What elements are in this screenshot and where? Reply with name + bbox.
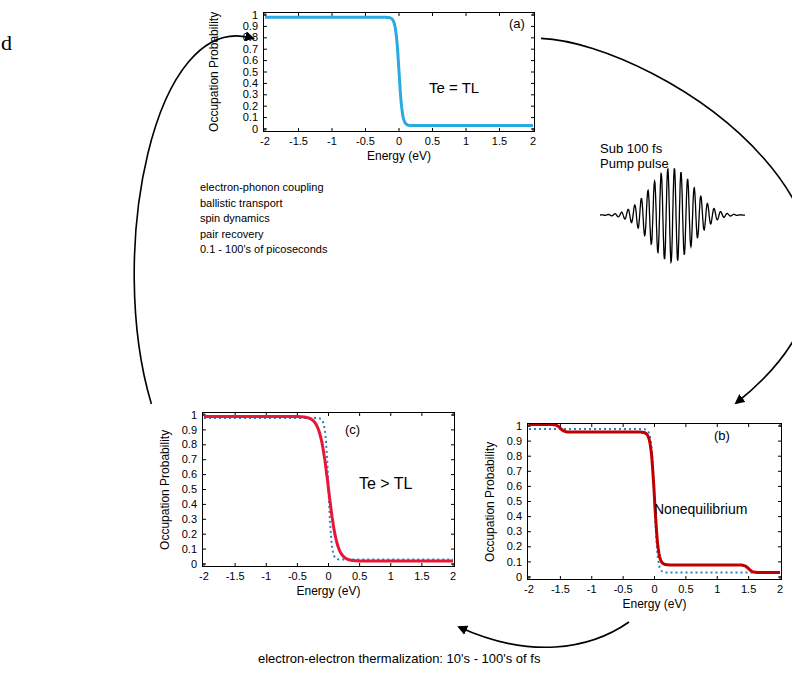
tick-label: 0.6 <box>243 54 258 67</box>
tick-label: 0 <box>191 558 197 571</box>
cropped-letter: d <box>1 30 12 55</box>
process-note: pair recovery <box>200 228 264 241</box>
tick-label: 0.8 <box>243 31 258 44</box>
tick-label: 0.5 <box>507 495 522 508</box>
tick-label: 0.7 <box>182 453 197 466</box>
tick-label: 0.6 <box>182 468 197 481</box>
tick-label: 0.1 <box>243 111 258 124</box>
plot-frame: (a) Te = TL <box>263 12 535 132</box>
panel-letter: (b) <box>714 429 730 444</box>
process-note: ballistic transport <box>200 197 283 210</box>
axis-title: Occupation Probability <box>208 12 222 132</box>
plot-frame: (b) Nonequilibrium <box>527 423 782 580</box>
tick-label: -1 <box>587 583 597 596</box>
tick-label: 2 <box>777 583 783 596</box>
tick-label: 1 <box>388 570 394 583</box>
axis-title: Energy (eV) <box>367 150 431 164</box>
axis-title: Energy (eV) <box>622 598 686 612</box>
tick-label: 0.7 <box>507 465 522 478</box>
axis-title: Energy (eV) <box>296 585 360 599</box>
tick-label: 0 <box>396 135 402 148</box>
tick-label: 1.5 <box>492 135 507 148</box>
plot-annotation: Te > TL <box>359 475 413 493</box>
tick-label: -1.5 <box>289 135 308 148</box>
tick-label: 0.9 <box>243 20 258 33</box>
tick-label: 0.8 <box>182 438 197 451</box>
tick-label: 1.5 <box>741 583 756 596</box>
process-note: electron-phonon coupling <box>200 181 324 194</box>
tick-label: 2 <box>450 570 456 583</box>
tick-label: 0.9 <box>182 424 197 437</box>
tick-label: 0.5 <box>243 66 258 79</box>
tick-label: 0 <box>516 571 522 584</box>
edge-label: Sub 100 fs Pump pulse <box>600 142 680 172</box>
tick-label: 0.2 <box>507 540 522 553</box>
tick-label: 0.1 <box>182 543 197 556</box>
plot-annotation: Nonequilibrium <box>654 501 747 517</box>
tick-label: 0.3 <box>182 513 197 526</box>
tick-label: -2 <box>524 583 534 596</box>
axis-title: Occupation Probability <box>484 441 498 561</box>
tick-label: 0.3 <box>507 525 522 538</box>
tick-label: 0.5 <box>678 583 693 596</box>
tick-label: 0.2 <box>243 100 258 113</box>
cycle-arrow <box>459 622 629 647</box>
tick-label: 0.4 <box>243 77 258 90</box>
process-note: 0.1 - 100's of picoseconds <box>200 243 327 256</box>
cycle-arrow <box>541 38 792 403</box>
plot-frame: (c) Te > TL <box>202 412 455 567</box>
tick-label: 0.4 <box>182 498 197 511</box>
tick-label: 0.7 <box>243 43 258 56</box>
tick-label: -1 <box>261 570 271 583</box>
tick-label: 1 <box>252 9 258 22</box>
tick-label: 0.5 <box>425 135 440 148</box>
tick-label: 2 <box>530 135 536 148</box>
plot-annotation: Te = TL <box>429 79 479 96</box>
tick-label: 0.6 <box>507 480 522 493</box>
panel-letter: (c) <box>345 423 360 438</box>
tick-label: 0 <box>651 583 657 596</box>
tick-label: 1 <box>191 409 197 422</box>
tick-label: 0.8 <box>507 450 522 463</box>
edge-label: electron-electron thermalization: 10's -… <box>258 652 540 667</box>
tick-label: 0.1 <box>507 556 522 569</box>
tick-label: 0.4 <box>507 510 522 523</box>
pump-pulse <box>600 168 745 262</box>
tick-label: -1 <box>327 135 337 148</box>
tick-label: 0.5 <box>182 483 197 496</box>
tick-label: -1.5 <box>226 570 245 583</box>
axis-title: Occupation Probability <box>159 429 173 549</box>
tick-label: 1.5 <box>414 570 429 583</box>
panel-letter: (a) <box>509 17 525 32</box>
tick-label: -0.5 <box>614 583 633 596</box>
tick-label: -0.5 <box>288 570 307 583</box>
tick-label: 1 <box>714 583 720 596</box>
tick-label: -1.5 <box>551 583 570 596</box>
tick-label: -2 <box>260 135 270 148</box>
tick-label: -2 <box>199 570 209 583</box>
tick-label: 0.2 <box>182 528 197 541</box>
tick-label: 0 <box>252 123 258 136</box>
tick-label: 1 <box>463 135 469 148</box>
tick-label: -0.5 <box>356 135 375 148</box>
tick-label: 0 <box>325 570 331 583</box>
tick-label: 1 <box>516 420 522 433</box>
process-note: spin dynamics <box>200 212 270 225</box>
tick-label: 0.5 <box>352 570 367 583</box>
tick-label: 0.3 <box>243 88 258 101</box>
tick-label: 0.9 <box>507 435 522 448</box>
